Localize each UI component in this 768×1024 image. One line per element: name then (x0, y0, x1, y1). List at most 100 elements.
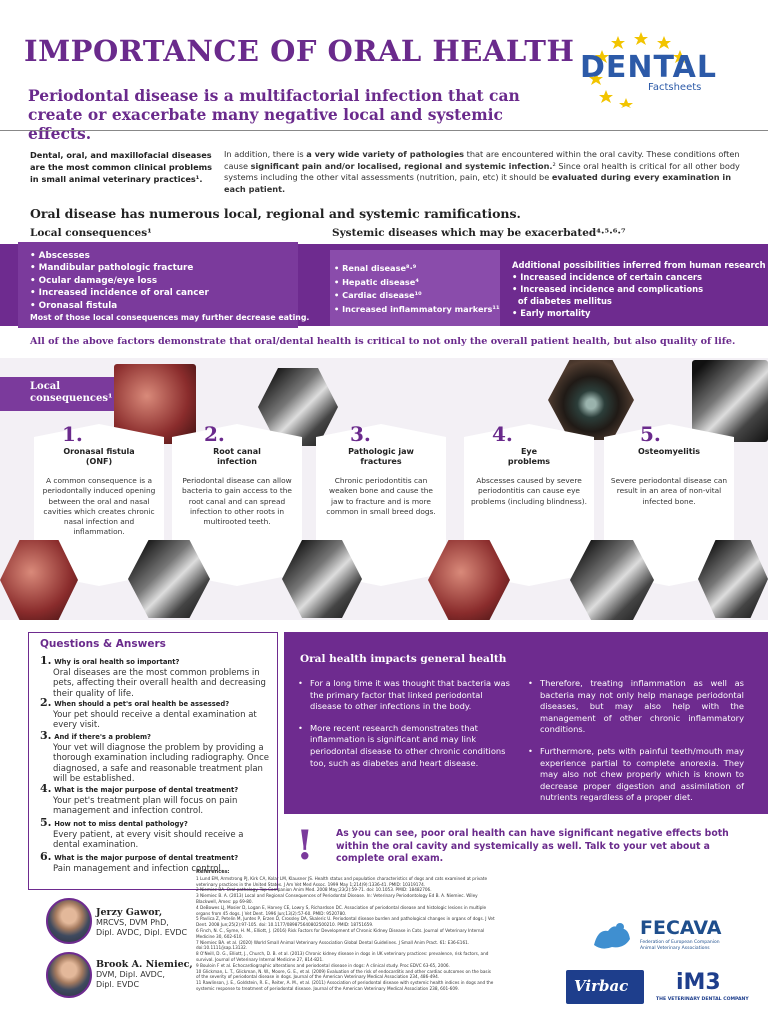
card-number: 3. (350, 422, 371, 446)
qa-question: What is the major purpose of dental trea… (54, 854, 239, 862)
qa-item: 2. When should a pet's oral health be as… (40, 696, 270, 731)
fecava-wordmark: FECAVA (640, 917, 722, 939)
human-research-heading: Additional possibilities inferred from h… (512, 260, 766, 270)
logo-wordmark: DENTAL (580, 50, 717, 85)
card-text: Periodontal disease can allow bacteria t… (182, 476, 292, 527)
systemic-diseases-heading: Systemic diseases which may be exacerbat… (332, 227, 626, 239)
qa-item: 6. What is the major purpose of dental t… (40, 851, 270, 874)
references-heading: References: (196, 869, 230, 875)
card-number: 5. (640, 422, 661, 446)
list-item: • Hepatic disease⁴ (334, 276, 419, 287)
fecava-subtext-line: Federation of European Companion (640, 940, 720, 945)
impact-point: For a long time it was thought that bact… (298, 678, 516, 713)
xray-photo (282, 540, 362, 618)
list-item: • Increased incidence of oral cancer (30, 288, 209, 299)
qa-title: Questions & Answers (40, 638, 166, 650)
card-text: Chronic periodontitis can weaken bone an… (326, 476, 436, 516)
fecava-subtext: Federation of European Companion Animal … (640, 940, 720, 951)
card-title: Osteomyelitis (637, 447, 701, 456)
card-text: Severe periodontal disease can result in… (610, 476, 728, 506)
intro-text-bold: evaluated during every examination in ea… (224, 172, 732, 194)
qa-answer: Pain management and infection control. (53, 863, 224, 874)
reference-item: 2 Niemiec BA. Oral pathology. Top Compan… (196, 887, 432, 893)
intro-text-part: In addition, there is (224, 149, 307, 159)
reference-item: 3 Niemiec B. A. (2013) Local and Regiona… (196, 893, 478, 904)
im3-subtext: THE VETERINARY DENTAL COMPANY (656, 997, 749, 1002)
local-consequences-arrow (0, 377, 135, 411)
list-item: • Ocular damage/eye loss (30, 275, 158, 286)
callout-text: As you can see, poor oral health can hav… (336, 828, 729, 864)
qa-item: 1. Why is oral health so important? Oral… (40, 654, 270, 699)
star-ring-icon (589, 32, 687, 108)
xray-photo (128, 540, 210, 618)
qa-number: 3. (40, 729, 52, 742)
virbac-wordmark: Virbac (574, 977, 629, 995)
systemic-band (330, 250, 500, 326)
list-item: • Increased inflammatory markers¹¹ (334, 303, 500, 314)
qa-answer: Your vet will diagnose the problem by pr… (53, 742, 269, 785)
list-item: • Abscesses (30, 251, 90, 261)
intro-text-bold: significant pain and/or localised, regio… (250, 160, 553, 171)
list-item: • Increased incidence and complications (512, 284, 704, 294)
human-research-list: Additional possibilities inferred from h… (512, 259, 766, 319)
author-avatar (46, 952, 92, 998)
label-line: consequences¹ (30, 393, 113, 404)
ramifications-heading: Oral disease has numerous local, regiona… (30, 206, 521, 221)
local-band (18, 242, 298, 328)
intro-text-part: ² Since oral health is critical for all … (224, 160, 740, 183)
qa-question: What is the major purpose of dental trea… (54, 786, 239, 794)
intro-text-part: that are encountered within the oral cav… (224, 149, 740, 171)
local-consequences-heading: Local consequences¹ (30, 227, 152, 239)
card-title: Oronasal fistula (ONF) (63, 447, 135, 466)
qa-answer: Oral diseases are the most common proble… (53, 667, 266, 699)
author-credentials: MRCVS, DVM PhD, (96, 918, 169, 927)
local-consequences-label: Local consequences¹ (30, 381, 112, 405)
impact-title: Oral health impacts general health (300, 653, 507, 665)
qa-number: 2. (40, 696, 52, 709)
list-item: • Mandibular pathologic fracture (30, 263, 194, 274)
xray-photo (692, 360, 768, 442)
list-item: • Increased incidence of certain cancers (512, 272, 703, 282)
logo-subtext: Factsheets (648, 82, 702, 93)
author-credentials: Dipl. EVDC (96, 980, 140, 989)
divider (0, 130, 768, 131)
reference-item: 7 Niemiec BA. et al. (2020) World Small … (196, 939, 470, 951)
intro-text-bold: a very wide variety of pathologies (306, 149, 464, 159)
author-name: Brook A. Niemiec, (96, 959, 193, 970)
qa-answer: Your pet's treatment plan will focus on … (53, 795, 238, 817)
qa-question: How not to miss dental pathology? (54, 820, 188, 828)
card-number: 1. (62, 422, 83, 446)
qa-answer: Every patient, at every visit should rec… (53, 829, 244, 851)
reference-item: 6 Finch, N. C., Syme, H. M., Elliott, J.… (196, 927, 485, 939)
author-avatar (46, 898, 92, 944)
reference-item: 11 Rawlinson, J. E., Goldstein, R. E., R… (196, 980, 494, 991)
exclamation-icon: ! (296, 822, 314, 869)
author-info: Brook A. Niemiec, DVM, Dipl. AVDC, Dipl.… (96, 960, 193, 990)
impact-point: Therefore, treating inflammation as well… (528, 678, 744, 736)
list-item: of diabetes mellitus (512, 296, 612, 306)
list-item: • Renal disease⁸·⁹ (334, 263, 417, 273)
card-number: 4. (492, 422, 513, 446)
impact-point: Furthermore, pets with painful teeth/mou… (528, 746, 744, 804)
qa-number: 1. (40, 654, 52, 667)
card-number: 2. (204, 422, 225, 446)
card-text: Abscesses caused by severe periodontitis… (470, 476, 587, 506)
list-item: • Oronasal fistula (30, 300, 118, 311)
references: References: 1 Lund EM, Armstrong PJ, Kir… (196, 869, 496, 992)
qa-number: 4. (40, 782, 52, 795)
qa-answer: Your pet should receive a dental examina… (53, 709, 257, 731)
list-item: • Cardiac disease¹⁰ (334, 290, 422, 300)
qa-question: And if there's a problem? (54, 733, 151, 741)
qa-number: 5. (40, 816, 52, 829)
local-consequences-list: • Abscesses • Mandibular pathologic frac… (30, 250, 309, 324)
dental-factsheets-logo: DENTAL Factsheets (566, 28, 716, 108)
reference-item: 4 DeBowes LJ, Mosier D, Logan E, Harvey … (196, 904, 487, 916)
qa-item: 3. And if there's a problem? Your vet wi… (40, 729, 270, 785)
list-item: • Early mortality (512, 308, 591, 318)
fecava-subtext-line: Animal Veterinary Associations (640, 945, 710, 951)
card-text: A common consequence is a periodontally … (42, 476, 156, 537)
author-credentials: Dipl. AVDC, Dipl. EVDC (96, 928, 188, 937)
author-name: Jerzy Gawor, (96, 907, 163, 918)
reference-item: 10 Glickman, L. T., Glickman, N. W., Moo… (196, 968, 491, 980)
im3-wordmark: iM3 (676, 970, 721, 995)
